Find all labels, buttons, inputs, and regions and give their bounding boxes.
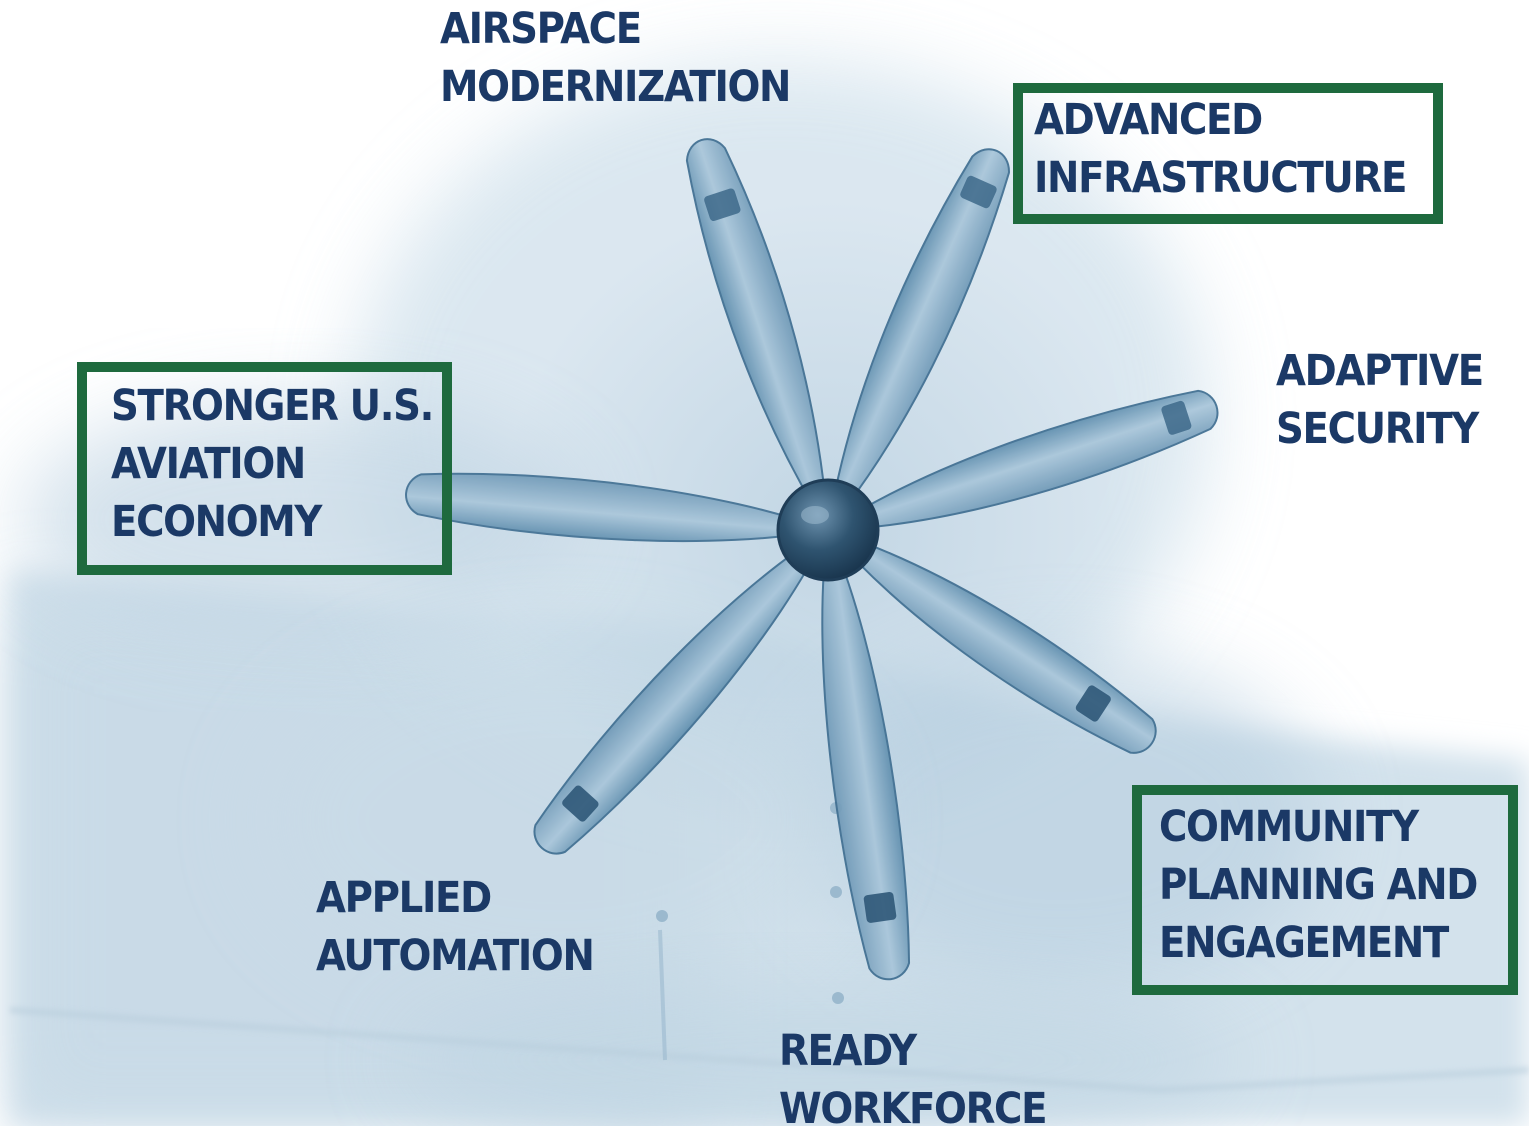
- label-community-planning-engagement: COMMUNITY PLANNING AND ENGAGEMENT: [1159, 798, 1478, 972]
- label-community-line3: ENGAGEMENT: [1159, 918, 1449, 968]
- label-workforce-line1: READY: [779, 1026, 917, 1076]
- highlight-box-stronger-economy: [77, 362, 452, 575]
- label-economy-line1: STRONGER U.S.: [111, 381, 434, 431]
- label-automation-line1: APPLIED: [316, 873, 492, 923]
- label-security-line1: ADAPTIVE: [1276, 346, 1484, 396]
- highlight-box-community-planning: [1132, 785, 1518, 995]
- propeller-hub: [776, 478, 880, 582]
- label-airspace-modernization: AIRSPACE MODERNIZATION: [440, 0, 791, 116]
- highlight-box-advanced-infrastructure: [1013, 83, 1443, 224]
- label-economy-line3: ECONOMY: [111, 497, 322, 547]
- label-stronger-us-aviation-economy: STRONGER U.S. AVIATION ECONOMY: [111, 377, 434, 551]
- label-community-line1: COMMUNITY: [1159, 802, 1419, 852]
- label-applied-automation: APPLIED AUTOMATION: [316, 869, 595, 985]
- label-economy-line2: AVIATION: [111, 439, 306, 489]
- label-community-line2: PLANNING AND: [1159, 860, 1478, 910]
- label-security-line2: SECURITY: [1276, 404, 1479, 454]
- propeller-blades: [405, 138, 1219, 981]
- label-infrastructure-line1: ADVANCED: [1034, 95, 1263, 145]
- label-advanced-infrastructure: ADVANCED INFRASTRUCTURE: [1034, 91, 1407, 207]
- label-infrastructure-line2: INFRASTRUCTURE: [1034, 153, 1407, 203]
- label-airspace-line2: MODERNIZATION: [440, 62, 791, 112]
- label-ready-workforce: READY WORKFORCE: [779, 1022, 1048, 1138]
- label-airspace-line1: AIRSPACE: [440, 4, 642, 54]
- label-workforce-line2: WORKFORCE: [779, 1084, 1048, 1134]
- label-automation-line2: AUTOMATION: [316, 931, 595, 981]
- label-adaptive-security: ADAPTIVE SECURITY: [1276, 342, 1484, 458]
